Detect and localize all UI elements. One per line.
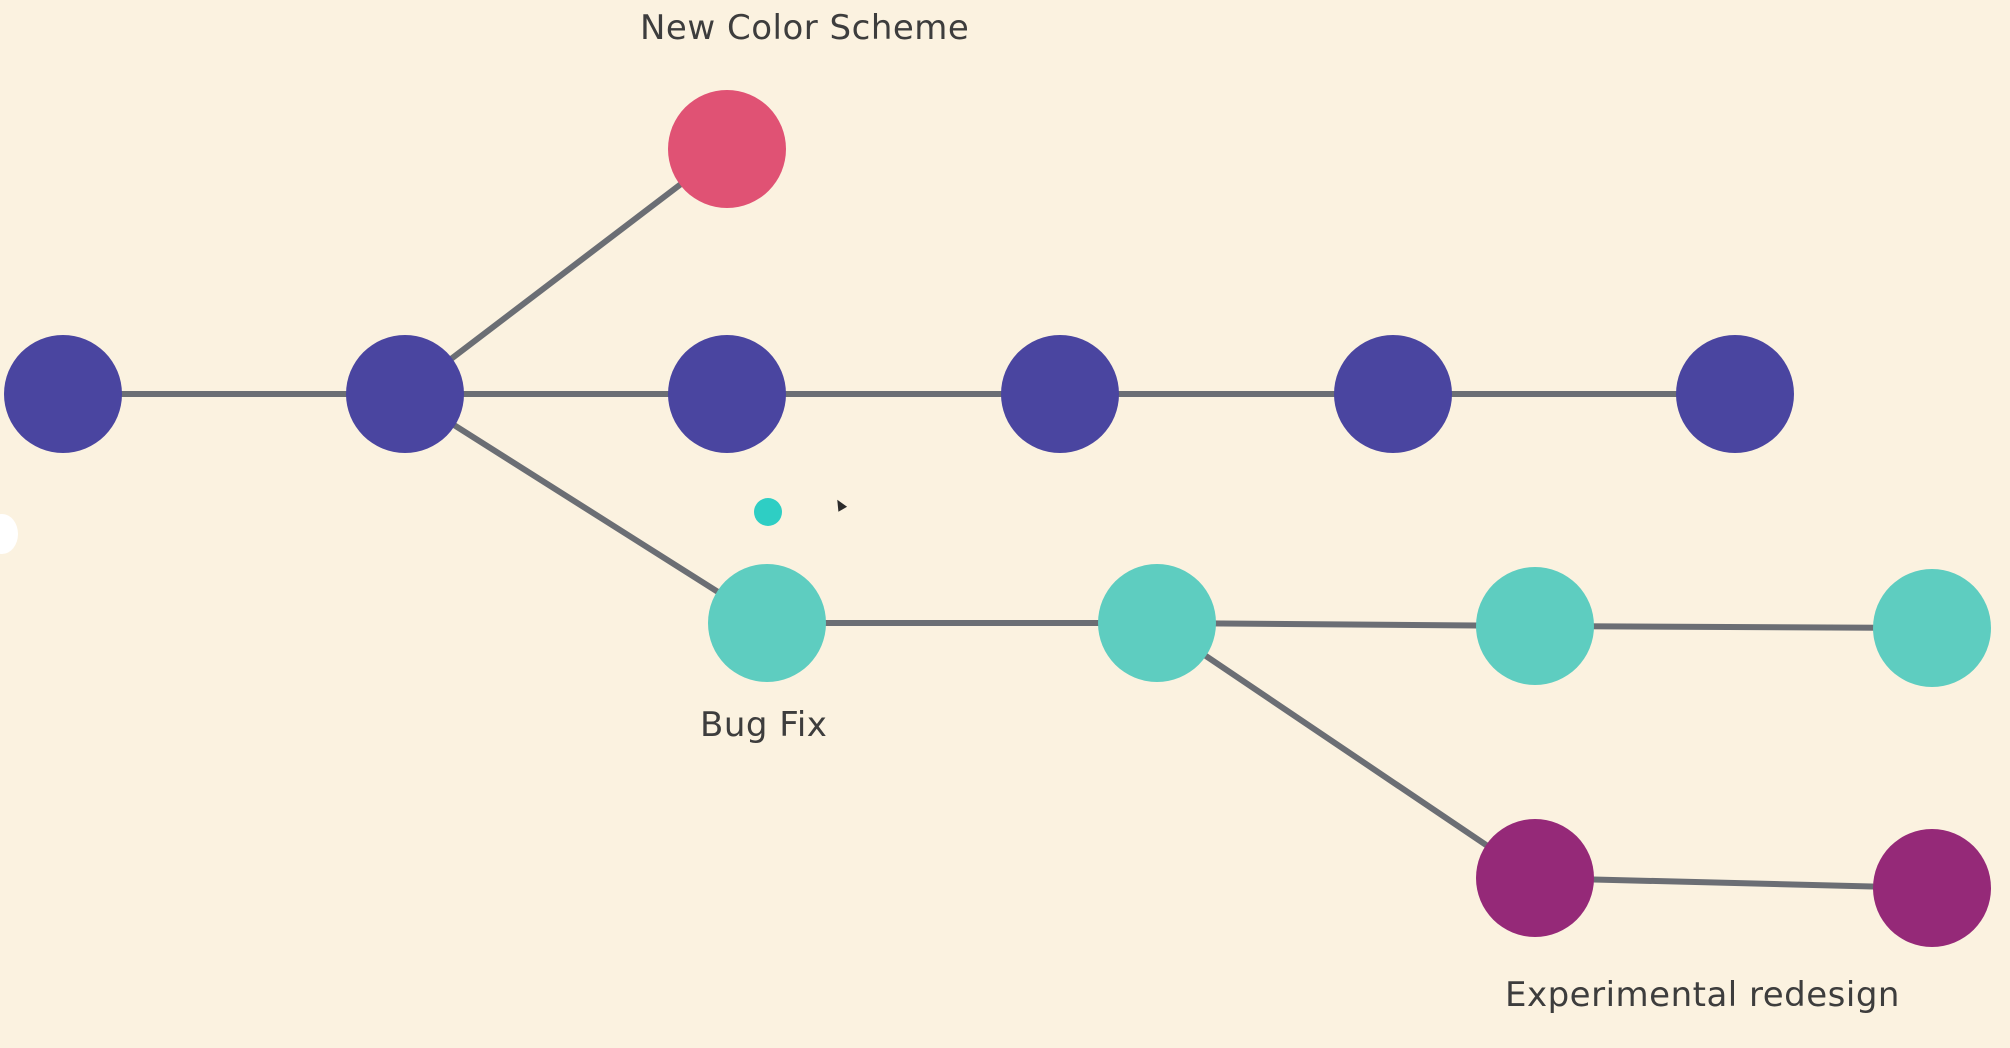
connector-b3-b4 [1532, 623, 1935, 631]
connector-m2-n1 [402, 146, 730, 397]
commit-node-bug-fix-b4 [1873, 569, 1991, 687]
connector-e1-e2 [1532, 875, 1935, 891]
connector-lines [60, 146, 1935, 891]
commit-node-new-color-scheme-n1 [668, 90, 786, 208]
connector-b2-b3 [1154, 620, 1538, 629]
commit-node-main-m5 [1334, 335, 1452, 453]
commit-nodes [4, 90, 1991, 947]
edge-handle[interactable] [0, 514, 18, 554]
commit-node-experimental-redesign-e2 [1873, 829, 1991, 947]
connector-m2-b1 [402, 391, 770, 626]
connector-b2-e1 [1154, 620, 1538, 881]
commit-node-main-m4 [1001, 335, 1119, 453]
commit-node-experimental-redesign-e1 [1476, 819, 1594, 937]
pointer-dot [754, 498, 782, 526]
commit-node-bug-fix-b2 [1098, 564, 1216, 682]
commit-node-main-m2 [346, 335, 464, 453]
branch-label-new-color-scheme: New Color Scheme [640, 8, 970, 48]
branch-label-bug-fix: Bug Fix [700, 705, 828, 745]
branch-label-experimental-redesign: Experimental redesign [1505, 975, 1900, 1015]
commit-node-main-m1 [4, 335, 122, 453]
commit-node-bug-fix-b3 [1476, 567, 1594, 685]
commit-node-main-m3 [668, 335, 786, 453]
commit-node-main-m6 [1676, 335, 1794, 453]
commit-node-bug-fix-b1 [708, 564, 826, 682]
